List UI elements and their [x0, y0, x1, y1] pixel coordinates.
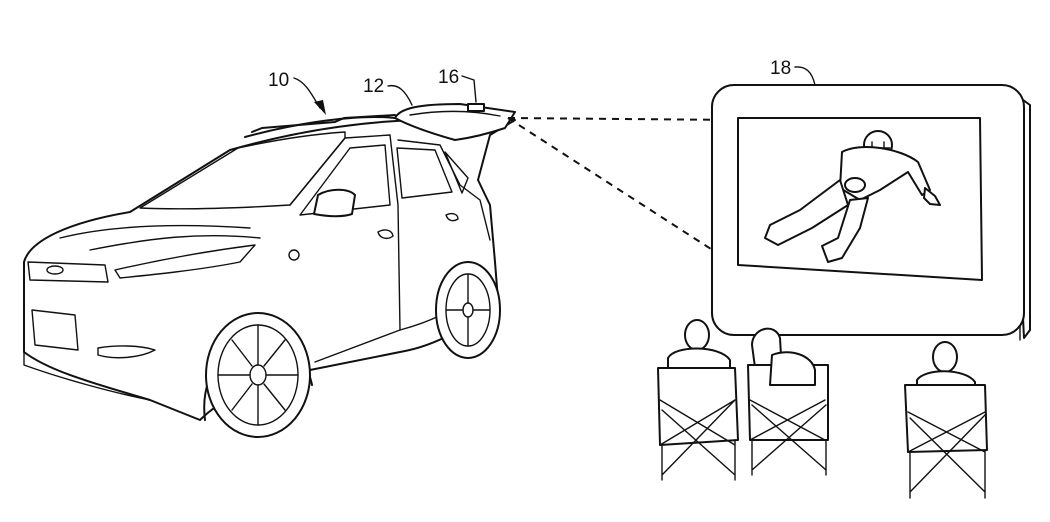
label-screen: 18 — [770, 58, 791, 79]
viewer-chair-3 — [904, 341, 988, 499]
reference-numeral-16: 16 — [438, 67, 477, 103]
football-player-image — [764, 130, 941, 263]
audience — [657, 319, 988, 499]
label-vehicle: 10 — [268, 70, 289, 91]
viewer-chair-1 — [657, 319, 739, 481]
viewer-chair-2 — [747, 327, 829, 476]
projection-rays — [507, 117, 741, 261]
label-projector: 16 — [438, 67, 459, 88]
arrowhead-icon — [314, 100, 326, 115]
reference-numeral-10: 10 — [268, 70, 326, 115]
vehicle — [23, 103, 516, 438]
label-liftgate: 12 — [363, 76, 384, 97]
reference-numeral-12: 12 — [363, 76, 413, 106]
projection-screen — [711, 84, 1031, 341]
reference-numeral-18: 18 — [770, 58, 816, 86]
